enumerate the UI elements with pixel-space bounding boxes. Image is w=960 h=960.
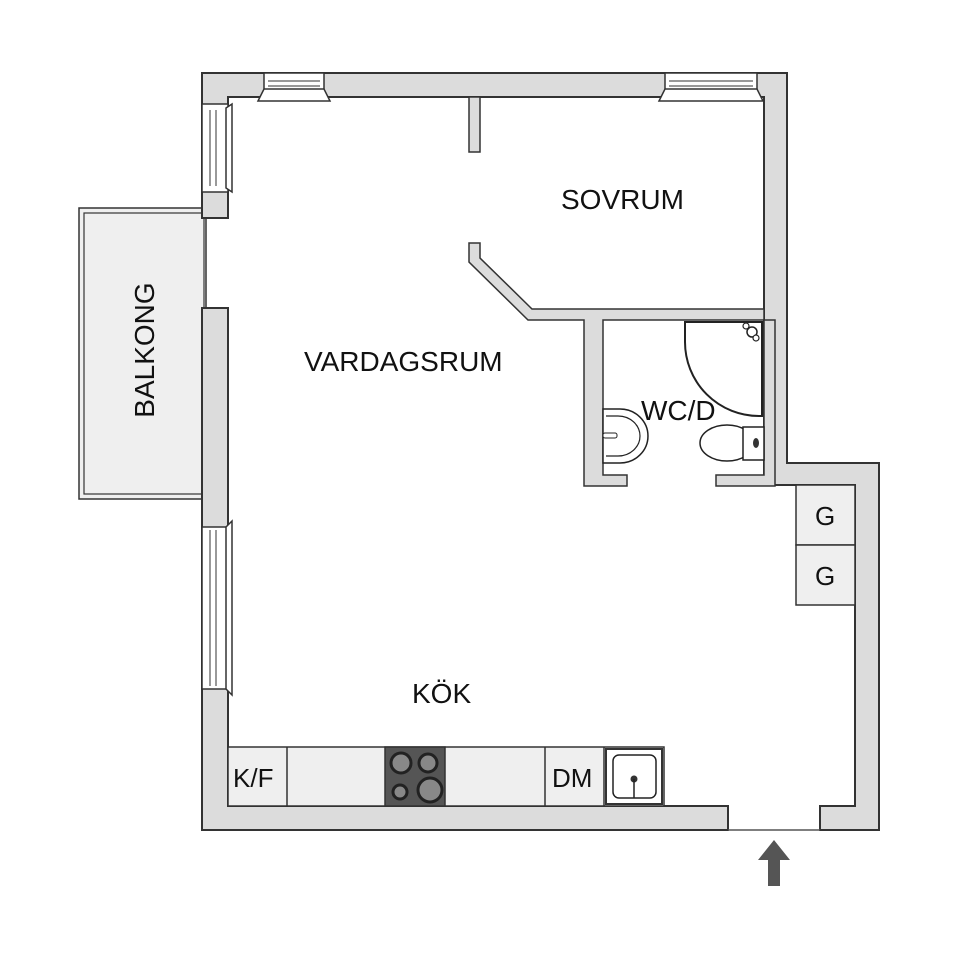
wc-sink [602, 408, 649, 464]
window-left-bottom [201, 519, 233, 697]
wardrobe-label-1: G [815, 501, 836, 531]
room-label-kok: KÖK [412, 678, 472, 709]
kitchen-sink [605, 748, 663, 805]
stove-burners [389, 751, 444, 804]
walls [201, 72, 880, 831]
room-label-sovrum: SOVRUM [561, 184, 684, 215]
entrance-arrow-icon [758, 840, 790, 886]
balcony [78, 207, 207, 500]
kitchen-counter [227, 746, 665, 807]
room-label-wc: WC/D [641, 395, 716, 426]
dishwasher-label: DM [552, 763, 593, 793]
room-label-balkong: BALKONG [129, 282, 160, 418]
window-top-left [256, 72, 332, 102]
fridge-freezer-label: K/F [233, 763, 274, 793]
interior-walls [468, 96, 776, 487]
wardrobes [795, 484, 856, 606]
window-left-top [201, 102, 233, 194]
wardrobe-label-2: G [815, 561, 836, 591]
shower [684, 321, 763, 417]
window-top-right [657, 72, 765, 102]
toilet [699, 424, 765, 462]
room-label-vardagsrum: VARDAGSRUM [304, 346, 503, 377]
